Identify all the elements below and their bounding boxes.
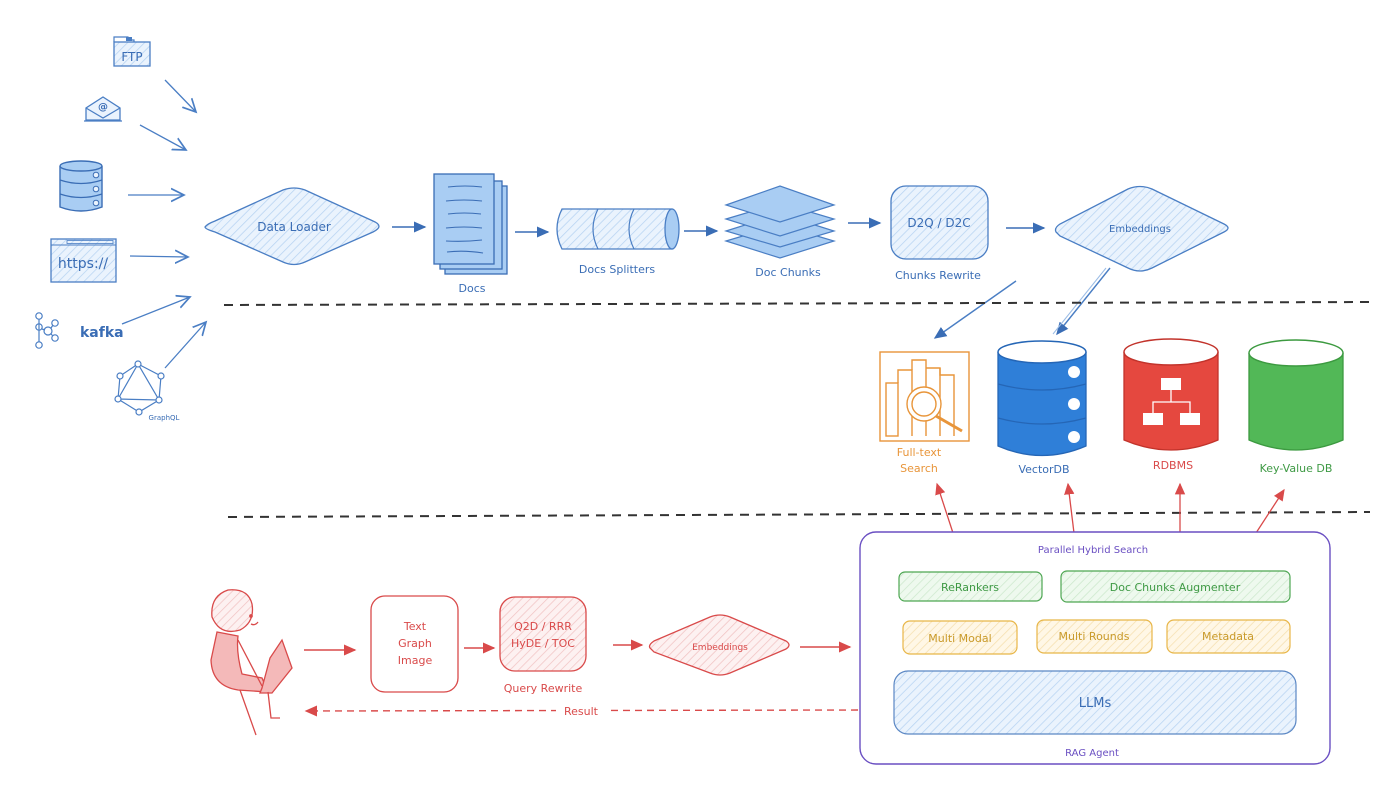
query-rewrite-node: Q2D / RRR HyDE / TOC Query Rewrite (499, 596, 587, 695)
source-graphql-label: GraphQL (149, 414, 180, 422)
source-web: https:// (50, 238, 117, 283)
rerankers-label: ReRankers (941, 581, 999, 594)
kv-label: Key-Value DB (1260, 462, 1333, 475)
augmenter-block: Doc Chunks Augmenter (1060, 570, 1291, 603)
source-ftp-label: FTP (121, 50, 142, 64)
kafka-icon (35, 312, 59, 349)
rerankers-block: ReRankers (898, 571, 1043, 602)
embeddings-label: Embeddings (1109, 224, 1171, 235)
browser-icon (50, 238, 117, 283)
result-label: Result (564, 705, 599, 718)
data-loader-label: Data Loader (257, 220, 331, 234)
chunks-rewrite-node: D2Q / D2C Chunks Rewrite (890, 185, 989, 282)
docs-label: Docs (459, 282, 486, 295)
agent-caption: RAG Agent (1065, 748, 1119, 759)
docs-splitters-label: Docs Splitters (579, 263, 655, 276)
store-kv: Key-Value DB (1248, 339, 1344, 475)
data-loader-node: Data Loader (204, 187, 380, 266)
metadata-label: Metadata (1202, 630, 1254, 643)
arrow-agent-to-fulltext (935, 482, 954, 534)
email-at-symbol: @ (98, 102, 108, 113)
multi-rounds-label: Multi Rounds (1059, 630, 1130, 643)
source-graphql: GraphQL (114, 360, 180, 422)
source-database (59, 160, 103, 212)
agent-title: Parallel Hybrid Search (1038, 545, 1148, 556)
multi-rounds-block: Multi Rounds (1036, 619, 1153, 654)
graphql-icon (114, 360, 165, 416)
query-rewrite-line1: Q2D / RRR (514, 620, 572, 633)
input-type-graph: Graph (398, 637, 432, 650)
source-email: @ (84, 96, 122, 122)
arrow-embeddings-to-vectordb (1056, 267, 1111, 336)
doc-chunks-node: Doc Chunks (723, 185, 837, 279)
input-type-image: Image (398, 654, 433, 667)
query-embeddings-node: Embeddings (648, 614, 790, 676)
docs-splitters-node: Docs Splitters (556, 208, 680, 276)
store-rdbms: RDBMS (1123, 338, 1219, 472)
arrow-kafka-to-loader (121, 297, 190, 325)
multi-modal-label: Multi Modal (928, 632, 991, 645)
chunks-rewrite-box-label: D2Q / D2C (907, 216, 970, 230)
database-icon (59, 160, 103, 212)
input-type-text: Text (403, 620, 427, 633)
arrow-graphql-to-loader (164, 322, 206, 369)
layers-icon (723, 185, 837, 259)
pipe-icon (556, 208, 680, 250)
rag-agent-container: Parallel Hybrid Search ReRankers Doc Chu… (859, 531, 1331, 765)
section-divider-bottom (227, 511, 1371, 518)
result-label-bg (556, 703, 606, 717)
source-kafka-label: kafka (80, 325, 124, 341)
metadata-block: Metadata (1166, 619, 1291, 654)
fulltext-label-line1: Full-text (897, 446, 942, 459)
query-embeddings-label: Embeddings (692, 643, 748, 653)
vectordb-label: VectorDB (1018, 463, 1069, 476)
arrow-rewrite-to-fulltext (933, 280, 1017, 339)
arrow-embeddings-shadow (1052, 267, 1107, 335)
arrow-ftp-to-loader (164, 79, 196, 112)
source-web-label: https:// (58, 256, 108, 272)
rdbms-cylinder-icon (1123, 338, 1219, 451)
arrow-agent-to-kv (1255, 488, 1285, 534)
arrow-agent-to-vectordb (1064, 482, 1075, 534)
query-rewrite-line2: HyDE / TOC (511, 637, 575, 650)
arrow-email-to-loader (139, 124, 186, 150)
folder-icon (113, 36, 151, 67)
person-with-laptop-icon (210, 589, 293, 736)
email-icon (84, 96, 122, 122)
embeddings-node: Embeddings (1054, 185, 1229, 272)
llms-block: LLMs (893, 670, 1297, 735)
documents-icon (433, 173, 508, 275)
store-vectordb: VectorDB (997, 340, 1087, 476)
section-divider-top (223, 301, 1371, 306)
user-figure (210, 589, 293, 736)
input-types-node: Text Graph Image (370, 595, 459, 693)
source-kafka: kafka (35, 312, 124, 349)
arrow-web-to-loader (129, 256, 188, 257)
query-rewrite-caption: Query Rewrite (504, 682, 583, 695)
kv-cylinder-icon (1248, 339, 1344, 451)
fulltext-search-icon (879, 351, 970, 442)
source-ftp: FTP (113, 36, 151, 67)
rdbms-label: RDBMS (1153, 459, 1193, 472)
llms-label: LLMs (1079, 696, 1112, 711)
doc-chunks-label: Doc Chunks (755, 266, 821, 279)
fulltext-label-line2: Search (900, 462, 938, 475)
store-fulltext: Full-text Search (879, 351, 970, 475)
chunks-rewrite-caption: Chunks Rewrite (895, 269, 981, 282)
multi-modal-block: Multi Modal (902, 620, 1018, 655)
augmenter-label: Doc Chunks Augmenter (1110, 581, 1241, 594)
docs-node: Docs (433, 173, 508, 295)
vectordb-cylinder-icon (997, 340, 1087, 457)
